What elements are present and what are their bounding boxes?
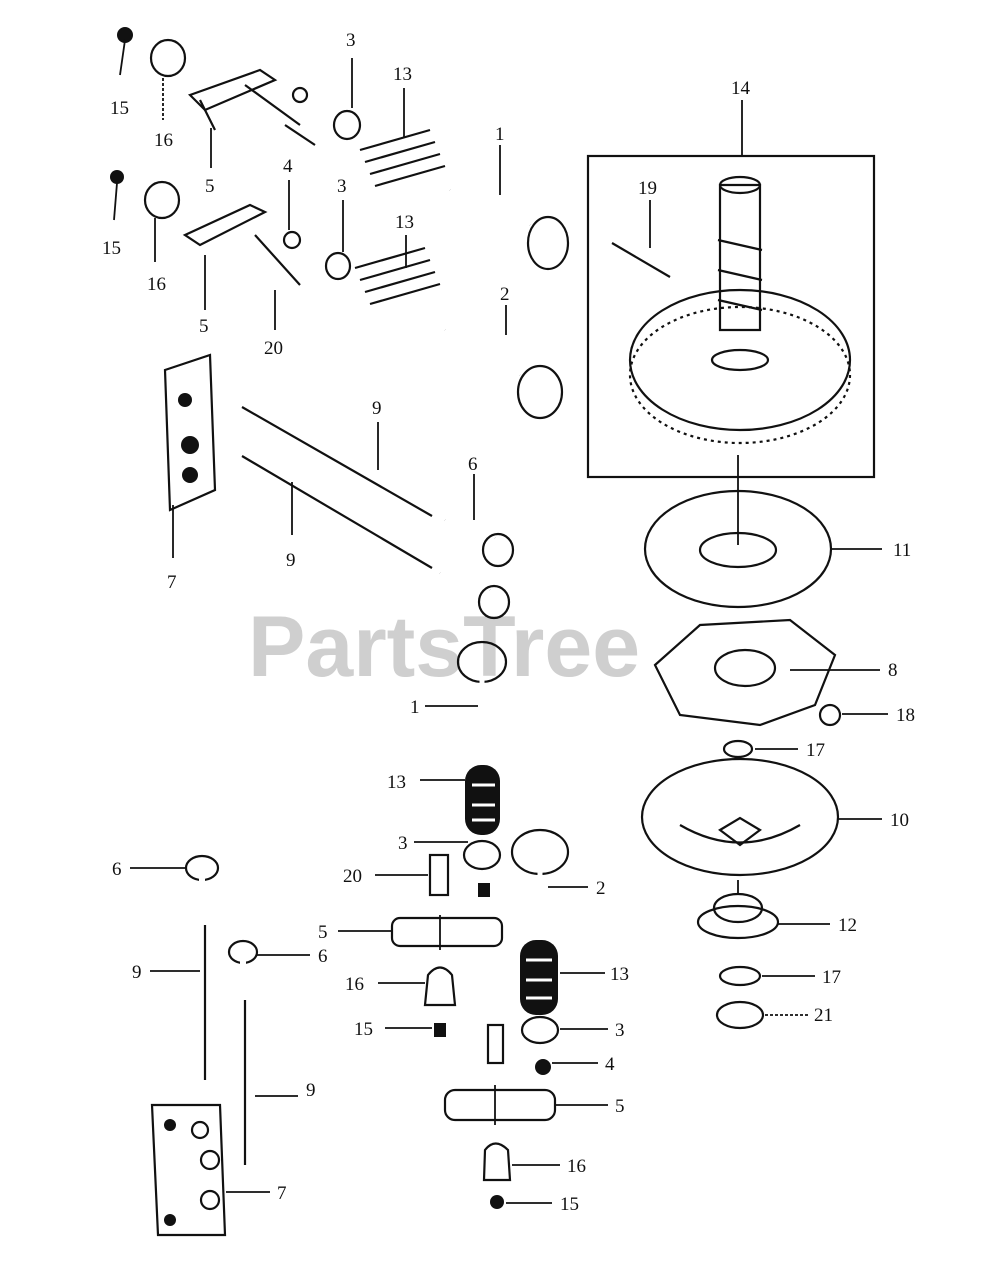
callout-9: 9 [372,398,382,419]
lifter-upper-a [442,514,515,568]
callout-6: 6 [318,946,328,967]
rocker-arm-lower-left [390,915,504,950]
callout-labels: 15 16 5 3 13 1 15 16 5 4 20 3 13 2 14 19… [102,30,915,1215]
callout-12: 12 [838,915,857,936]
lifter-upper-b [438,567,511,620]
governor-cup [640,757,840,877]
callout-13: 13 [393,64,412,85]
callout-20: 20 [343,866,362,887]
rocker-assembly-middle [110,170,302,286]
nut-lower-right [535,1059,551,1075]
callout-1: 1 [410,697,420,718]
rocker-assembly-upper [117,27,316,146]
callout-8: 8 [888,660,898,681]
retaining-ring-lower [718,965,762,987]
valve-exhaust-lower [510,828,570,925]
part-drawings [110,27,876,1237]
callout-5: 5 [318,922,328,943]
callout-7: 7 [167,572,177,593]
retaining-ring-upper [722,739,754,759]
callout-3: 3 [398,833,408,854]
pivot-ball-lower-left [423,966,457,1007]
rocker-bracket-upper [163,353,217,512]
spring-top [359,128,446,188]
callout-17: 17 [806,740,825,761]
callout-10: 10 [890,810,909,831]
camshaft-gear [628,175,852,445]
lifter-lower-b [227,939,259,995]
callout-13: 13 [395,212,414,233]
push-rod-upper-b [241,455,433,569]
rocker-bracket-lower [150,1103,227,1237]
callout-6: 6 [112,859,122,880]
callout-19: 19 [638,178,657,199]
leader-lines [130,58,888,1204]
watermark: PartsTree [248,599,640,695]
callout-9: 9 [286,550,296,571]
rocker-arm-lower-right [443,1085,557,1125]
washer-top [332,109,362,141]
callout-5: 5 [199,316,209,337]
callout-18: 18 [896,705,915,726]
drive-hub [696,880,780,940]
callout-16: 16 [567,1156,586,1177]
callout-5: 5 [615,1096,625,1117]
callout-20: 20 [264,338,283,359]
callout-13: 13 [387,772,406,793]
callout-16: 16 [154,130,173,151]
callout-2: 2 [500,284,510,305]
callout-15: 15 [560,1194,579,1215]
governor-assembly [653,618,837,727]
callout-16: 16 [345,974,364,995]
callout-16: 16 [147,274,166,295]
spring-lower-right [520,940,558,1015]
callout-3: 3 [615,1020,625,1041]
adjuster-lower-right [486,1023,505,1065]
nut-lower-bottom [490,1195,504,1209]
spring-lower-left [465,765,500,835]
callout-21: 21 [814,1005,833,1026]
bearing-ball [818,703,842,727]
callout-5: 5 [205,176,215,197]
callout-15: 15 [354,1019,373,1040]
callout-9: 9 [306,1080,316,1101]
pin [611,242,671,278]
callout-14: 14 [731,78,751,99]
valve-intake-lower [456,640,508,740]
callout-7: 7 [277,1183,287,1204]
push-rod-upper-a [241,406,433,517]
callout-15: 15 [110,98,129,119]
callout-3: 3 [346,30,356,51]
callout-13: 13 [610,964,629,985]
callout-4: 4 [605,1054,615,1075]
callout-1: 1 [495,124,505,145]
nut-lower-left [434,1023,446,1037]
callout-11: 11 [893,540,911,561]
washer-lower-right [520,1015,560,1045]
callout-2: 2 [596,878,606,899]
spring-middle [354,246,441,306]
callout-17: 17 [822,967,841,988]
nut-washer [715,1000,765,1030]
pivot-ball-lower-right [482,1142,512,1182]
valve-intake-top [448,187,570,271]
callout-4: 4 [283,156,293,177]
adjuster-lower-left [428,853,490,897]
valve-exhaust-top [443,327,564,420]
callout-9: 9 [132,962,142,983]
washer-lower-left [462,839,502,871]
callout-3: 3 [337,176,347,197]
lifter-lower-a [184,854,220,910]
callout-6: 6 [468,454,478,475]
camshaft-assembly-frame [586,154,876,479]
callout-15: 15 [102,238,121,259]
washer-middle [324,251,352,281]
